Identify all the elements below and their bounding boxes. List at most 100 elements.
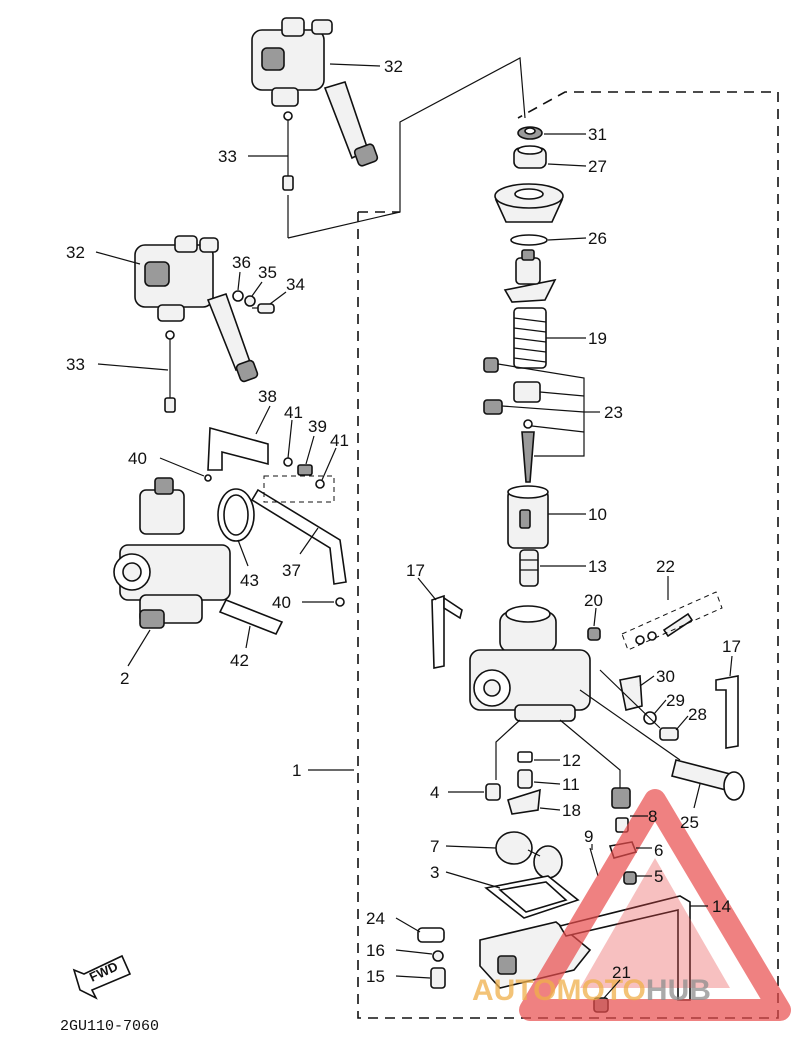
float-arm-18 — [507, 788, 541, 815]
lockwasher-35 — [244, 295, 256, 307]
throttle-housing-left — [134, 235, 259, 383]
pin-9 — [589, 847, 599, 877]
label-40-top: 40 — [128, 449, 147, 468]
label-26: 26 — [588, 229, 607, 248]
label-16: 16 — [366, 941, 385, 960]
throttle-stop-plate — [503, 249, 557, 303]
washer-12 — [517, 751, 533, 763]
label-33-top: 33 — [218, 147, 237, 166]
screw-34 — [252, 303, 275, 314]
drawing-code: 2GU110-7060 — [60, 1018, 159, 1035]
cap-seal-27 — [513, 145, 547, 169]
label-5: 5 — [654, 867, 663, 886]
label-15: 15 — [366, 967, 385, 986]
label-42: 42 — [230, 651, 249, 670]
throttle-valve-10 — [507, 485, 549, 549]
cable-seal-31 — [517, 126, 543, 140]
label-20: 20 — [584, 591, 603, 610]
label-43: 43 — [240, 571, 259, 590]
label-36: 36 — [232, 253, 251, 272]
label-24: 24 — [366, 909, 385, 928]
clip-41a — [283, 457, 293, 467]
vent-pipe-17-left — [431, 594, 445, 669]
watermark-logo: AUTOMOTOHUB — [472, 789, 791, 1021]
label-34: 34 — [286, 275, 305, 294]
label-41-right: 41 — [330, 431, 349, 450]
label-39: 39 — [308, 417, 327, 436]
pilot-screw-set-22 — [635, 612, 694, 645]
label-6: 6 — [654, 841, 663, 860]
clip-39 — [297, 464, 313, 476]
ring-40a — [204, 474, 212, 482]
label-37: 37 — [282, 561, 301, 580]
label-13: 13 — [588, 557, 607, 576]
label-27: 27 — [588, 157, 607, 176]
cable-adjuster-left — [164, 330, 176, 413]
washer-16 — [432, 950, 444, 962]
label-3: 3 — [430, 863, 439, 882]
drain-tube-42 — [218, 598, 284, 636]
screw-5 — [623, 871, 637, 885]
needle-jet-13 — [519, 549, 539, 587]
label-28: 28 — [688, 705, 707, 724]
assembly-boundary — [357, 91, 779, 1019]
label-2: 2 — [120, 669, 129, 688]
label-8: 8 — [648, 807, 657, 826]
cable-adjuster-top — [282, 111, 294, 191]
label-11: 11 — [562, 775, 580, 794]
main-jet-4 — [485, 783, 501, 801]
starter-plunger-25 — [671, 759, 745, 801]
label-25: 25 — [680, 813, 699, 832]
spring-19 — [513, 307, 547, 369]
screw-15 — [430, 967, 446, 989]
label-35: 35 — [258, 263, 277, 282]
label-32-top: 32 — [384, 57, 403, 76]
pilot-jet-11 — [517, 769, 533, 789]
label-12: 12 — [562, 751, 581, 770]
label-18: 18 — [562, 801, 581, 820]
label-4: 4 — [430, 783, 439, 802]
needle-set-23 — [483, 357, 541, 483]
vent-tube-38 — [207, 426, 269, 471]
label-23: 23 — [604, 403, 623, 422]
label-40-bottom: 40 — [272, 593, 291, 612]
overflow-tube-37 — [250, 488, 347, 585]
bracket-24 — [417, 927, 445, 943]
mixing-chamber-top-cap-26 — [494, 183, 564, 246]
screw-28 — [659, 727, 679, 741]
watermark-brand-part1: AUTOMOTO — [472, 974, 646, 1007]
svg-text:AUTOMOTOHUB: AUTOMOTOHUB — [472, 974, 711, 1007]
fwd-arrow-icon: FWD — [72, 954, 132, 1000]
label-38: 38 — [258, 387, 277, 406]
clip-41b — [315, 479, 325, 489]
label-31: 31 — [588, 125, 607, 144]
label-41-top: 41 — [284, 403, 303, 422]
label-10: 10 — [588, 505, 607, 524]
label-17-left: 17 — [406, 561, 425, 580]
label-7: 7 — [430, 837, 439, 856]
ring-40b — [335, 597, 345, 607]
bracket-30 — [619, 675, 643, 711]
label-9: 9 — [584, 827, 593, 846]
label-17-right: 17 — [722, 637, 741, 656]
label-33-left: 33 — [66, 355, 85, 374]
label-1: 1 — [292, 761, 301, 780]
label-14: 14 — [712, 897, 731, 916]
washer-36 — [232, 290, 244, 302]
float-7 — [495, 831, 563, 879]
plug-20 — [587, 627, 601, 641]
throttle-housing-top — [251, 17, 379, 167]
label-19: 19 — [588, 329, 607, 348]
carburetor-body — [469, 605, 591, 722]
watermark-brand-part2: HUB — [646, 974, 711, 1007]
carburetor-assembly-left — [113, 477, 231, 629]
vent-pipe-17-right — [715, 675, 739, 749]
label-22: 22 — [656, 557, 675, 576]
label-21: 21 — [612, 963, 631, 982]
needle-valve-8 — [611, 787, 631, 809]
label-32-left: 32 — [66, 243, 85, 262]
label-29: 29 — [666, 691, 685, 710]
cable-route-line — [287, 57, 526, 239]
label-30: 30 — [656, 667, 675, 686]
